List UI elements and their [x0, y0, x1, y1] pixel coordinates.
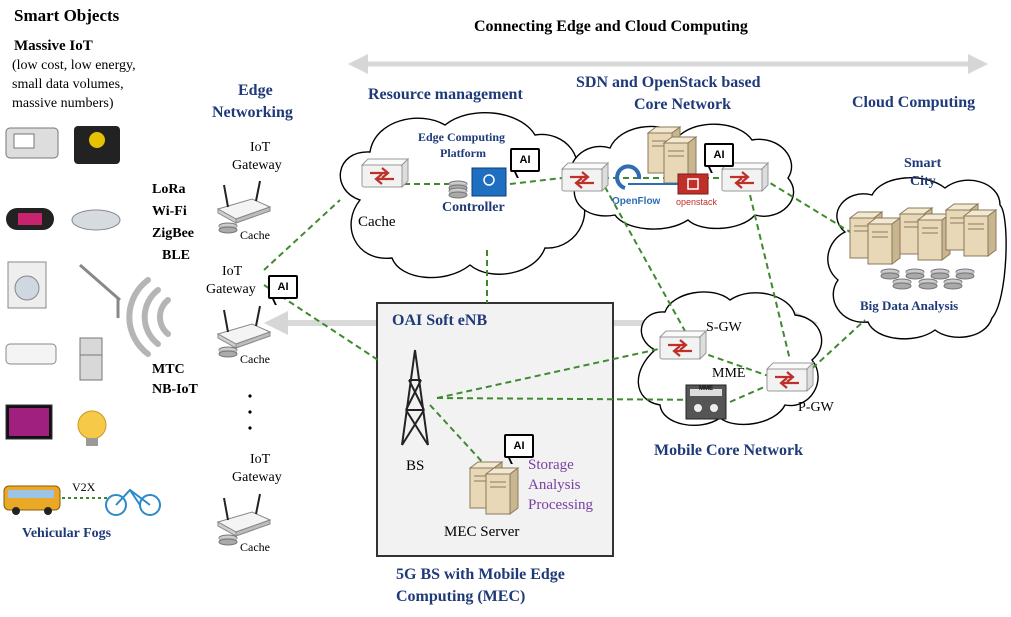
bicycle-icon — [105, 488, 161, 516]
gateway-1-icon — [217, 180, 271, 224]
oai-heading: OAI Soft eNB — [392, 312, 488, 329]
bs-tower-icon — [401, 349, 429, 446]
openstack-label: openstack — [676, 197, 718, 207]
bs-label: BS — [406, 458, 425, 474]
wireless-waves-icon — [126, 277, 171, 357]
service-analysis: Analysis — [528, 477, 581, 493]
sdn-router-right-icon — [720, 161, 770, 193]
gateway-2-line1: IoT — [222, 264, 243, 279]
smart-objects-heading: Smart Objects — [14, 6, 120, 25]
resource-management-heading: Resource management — [368, 86, 523, 103]
pgw-label: P-GW — [798, 400, 834, 415]
radio-ble: BLE — [162, 248, 191, 263]
gateway-1-line2: Gateway — [232, 158, 282, 173]
gateway-3-line1: IoT — [250, 452, 271, 467]
light-bulb-icon — [77, 410, 107, 440]
ecp-line1: Edge Computing — [418, 130, 506, 144]
air-conditioner-icon — [5, 343, 57, 365]
mme-label: MME — [712, 366, 746, 381]
sgw-label: S-GW — [706, 320, 742, 335]
radio-wifi: Wi-Fi — [152, 204, 187, 219]
edge-networking-line1: Edge — [238, 82, 273, 99]
service-processing: Processing — [528, 497, 593, 513]
ai-platform-badge: AI — [510, 148, 540, 172]
big-data-label: Big Data Analysis — [860, 298, 959, 313]
openstack-icon — [677, 173, 709, 195]
smart-city-line2: City — [910, 174, 936, 189]
massive-iot-desc-1: (low cost, low energy, — [12, 58, 136, 73]
service-storage: Storage — [528, 457, 574, 473]
massive-iot-desc-2: small data volumes, — [12, 77, 124, 92]
sdn-heading-line1: SDN and OpenStack based — [576, 74, 761, 91]
massive-iot-label: Massive IoT — [14, 38, 93, 54]
mec-caption-line2: Computing (MEC) — [396, 588, 526, 605]
gateway-3-cache: Cache — [240, 540, 270, 554]
v2x-label: V2X — [72, 480, 96, 494]
mme-box-label: MME — [699, 386, 713, 392]
mouse-icon — [71, 209, 121, 231]
sdn-router-left-icon — [560, 161, 610, 193]
radio-lora: LoRa — [152, 182, 186, 197]
controller-icon — [471, 167, 507, 197]
gateway-3-line2: Gateway — [232, 470, 282, 485]
refrigerator-icon — [79, 337, 103, 381]
radio-zigbee: ZigBee — [152, 226, 194, 241]
resource-cache-label: Cache — [358, 214, 396, 230]
pgw-router-icon — [765, 361, 815, 393]
sdn-heading-line2: Core Network — [634, 96, 732, 113]
ai-gateway-badge: AI — [268, 275, 298, 299]
mobile-core-cloud — [637, 291, 823, 426]
cloud-computing-heading: Cloud Computing — [852, 94, 976, 111]
edge-networking-line2: Networking — [212, 104, 293, 121]
diagram-title: Connecting Edge and Cloud Computing — [474, 18, 748, 35]
massive-iot-desc-3: massive numbers) — [12, 96, 114, 111]
smart-city-line1: Smart — [904, 156, 942, 171]
gateway-1-line1: IoT — [250, 140, 271, 155]
gateway-2-cache: Cache — [240, 352, 270, 366]
openflow-icon — [615, 164, 642, 190]
ai-mec-badge: AI — [504, 434, 534, 458]
controller-label: Controller — [442, 200, 505, 215]
street-light-icon — [79, 263, 121, 302]
gateway-1-cache: Cache — [240, 228, 270, 242]
mec-caption-line1: 5G BS with Mobile Edge — [396, 566, 565, 583]
mtc-label: MTC — [152, 362, 185, 377]
mobile-core-heading: Mobile Core Network — [654, 442, 803, 459]
ecp-line2: Platform — [440, 146, 486, 160]
gateway-3-icon — [217, 493, 271, 537]
ai-sdn-badge: AI — [704, 143, 734, 167]
openflow-label: OpenFlow — [612, 196, 661, 207]
sgw-router-icon — [658, 329, 708, 361]
big-data-disk-icon — [880, 268, 900, 280]
ellipsis-dot — [248, 394, 252, 398]
gateway-2-line2: Gateway — [206, 282, 256, 297]
nbiot-label: NB-IoT — [152, 382, 198, 397]
cache-router-icon — [360, 157, 410, 189]
mec-server-label: MEC Server — [444, 524, 520, 540]
gateway-2-icon — [217, 305, 271, 349]
vehicular-fogs-label: Vehicular Fogs — [22, 526, 112, 541]
